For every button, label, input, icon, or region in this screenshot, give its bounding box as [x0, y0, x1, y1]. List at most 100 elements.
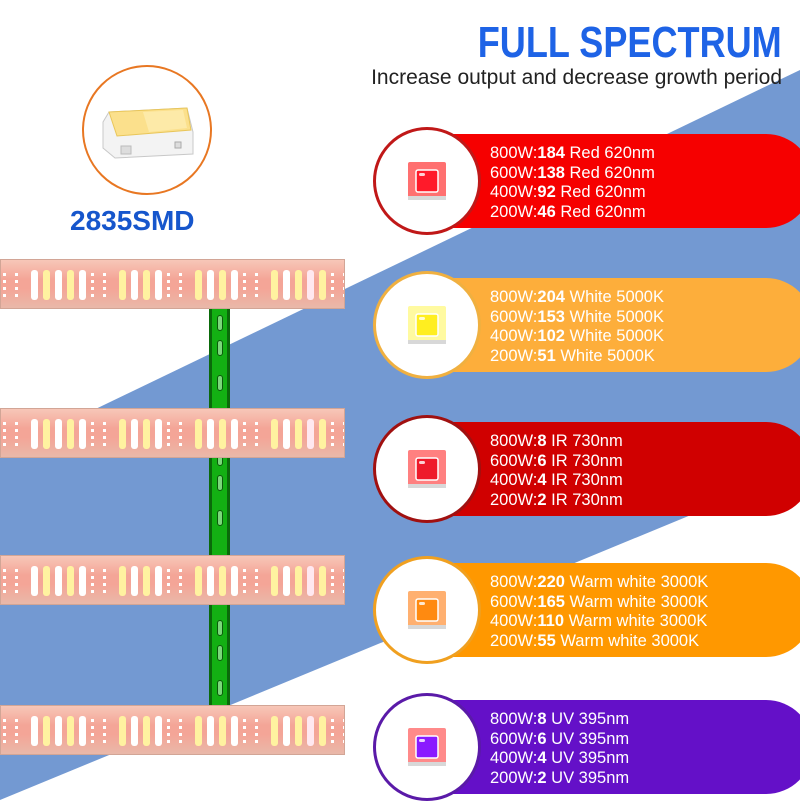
yellow-led-column — [271, 270, 278, 300]
spectrum-row: 200W:55 Warm white 3000K — [490, 632, 708, 652]
led-count: 6 — [537, 451, 547, 470]
yellow-led-column — [143, 566, 150, 596]
white-led-column — [283, 566, 290, 596]
red-led-dot — [331, 590, 334, 593]
red-led-dot — [15, 576, 18, 579]
red-led-dot — [91, 436, 94, 439]
white-led-column — [131, 716, 138, 746]
white-led-column — [231, 716, 238, 746]
yellow-led-column — [43, 566, 50, 596]
red-led-dot — [331, 576, 334, 579]
red-led-dot — [3, 294, 6, 297]
page-title: FULL SPECTRUM — [477, 18, 782, 67]
red-led-dot — [255, 273, 258, 276]
led-description: IR 730nm — [546, 471, 623, 489]
red-led-dot — [243, 429, 246, 432]
light-bar-3 — [0, 555, 345, 605]
white-led-column — [231, 566, 238, 596]
red-led-dot — [179, 294, 182, 297]
rail-slot — [217, 375, 223, 391]
red-led-dot — [255, 429, 258, 432]
led-count: 110 — [537, 612, 565, 630]
red-led-dot — [167, 280, 170, 283]
white-led-column — [283, 270, 290, 300]
white-led-column — [55, 716, 62, 746]
yellow-led-column — [43, 716, 50, 746]
yellow-led-column — [219, 716, 226, 746]
rail-slot — [217, 620, 223, 636]
spectrum-row: 800W:204 White 5000K — [490, 288, 664, 308]
red-led-dot — [103, 280, 106, 283]
yellow-led-column — [271, 716, 278, 746]
red-led-dot — [103, 436, 106, 439]
led-description: IR 730nm — [546, 490, 623, 509]
red-led-dot — [179, 436, 182, 439]
yellow-led-column — [295, 419, 302, 449]
white-led-column — [79, 419, 86, 449]
wattage-label: 600W: — [490, 307, 538, 326]
spectrum-row: 200W:2 UV 395nm — [490, 769, 629, 789]
red-led-dot — [15, 443, 18, 446]
red-led-dot — [243, 583, 246, 586]
wattage-label: 400W: — [490, 749, 538, 767]
led-count: 8 — [537, 432, 547, 450]
red-led-dot — [255, 422, 258, 425]
led-description: Warm white 3000K — [564, 612, 708, 630]
yellow-led-column — [295, 716, 302, 746]
red-led-dot — [103, 429, 106, 432]
red-led-dot — [243, 422, 246, 425]
red-led-dot — [179, 740, 182, 743]
red-led-dot — [243, 590, 246, 593]
wattage-label: 400W: — [490, 471, 538, 489]
wattage-label: 400W: — [490, 612, 538, 630]
red-led-dot — [103, 273, 106, 276]
red-led-dot — [343, 740, 344, 743]
led-count: 51 — [537, 346, 556, 365]
red-led-dot — [255, 569, 258, 572]
led-count: 4 — [537, 749, 547, 767]
warm-white-led-chip-icon — [408, 591, 446, 629]
red-led-dot — [91, 273, 94, 276]
white-led-column — [155, 716, 162, 746]
red-led-dot — [179, 443, 182, 446]
led-description: UV 395nm — [546, 768, 630, 787]
red-led-dot — [167, 287, 170, 290]
wattage-label: 200W: — [490, 768, 538, 787]
red-led-dot — [167, 436, 170, 439]
red-led-dot — [243, 436, 246, 439]
red-led-dot — [167, 590, 170, 593]
red-led-dot — [343, 576, 344, 579]
spectrum-row: 200W:46 Red 620nm — [490, 203, 655, 223]
red-led-dot — [15, 719, 18, 722]
red-led-dot — [243, 726, 246, 729]
rail-slot — [217, 340, 223, 356]
led-chip-ring — [373, 127, 481, 235]
led-description: Red 620nm — [564, 163, 655, 182]
yellow-led-column — [67, 270, 74, 300]
yellow-led-column — [307, 419, 314, 449]
white-led-column — [31, 716, 38, 746]
red-led-dot — [167, 583, 170, 586]
red-led-dot — [255, 740, 258, 743]
yellow-led-column — [43, 419, 50, 449]
red-led-dot — [103, 733, 106, 736]
yellow-led-column — [119, 566, 126, 596]
red-led-dot — [255, 443, 258, 446]
light-bar-4 — [0, 705, 345, 755]
yellow-led-column — [195, 716, 202, 746]
wattage-label: 600W: — [490, 729, 538, 748]
red-led-dot — [331, 429, 334, 432]
red-led-dot — [15, 294, 18, 297]
red-led-dot — [179, 287, 182, 290]
led-count: 2 — [537, 490, 547, 509]
red-led-dot — [343, 583, 344, 586]
red-led-dot — [103, 590, 106, 593]
red-led-dot — [331, 280, 334, 283]
yellow-led-column — [143, 419, 150, 449]
spectrum-row: 400W:92 Red 620nm — [490, 183, 655, 203]
red-led-dot — [255, 583, 258, 586]
wattage-label: 800W: — [490, 432, 538, 450]
red-led-dot — [103, 422, 106, 425]
red-led-dot — [343, 719, 344, 722]
red-led-dot — [15, 422, 18, 425]
